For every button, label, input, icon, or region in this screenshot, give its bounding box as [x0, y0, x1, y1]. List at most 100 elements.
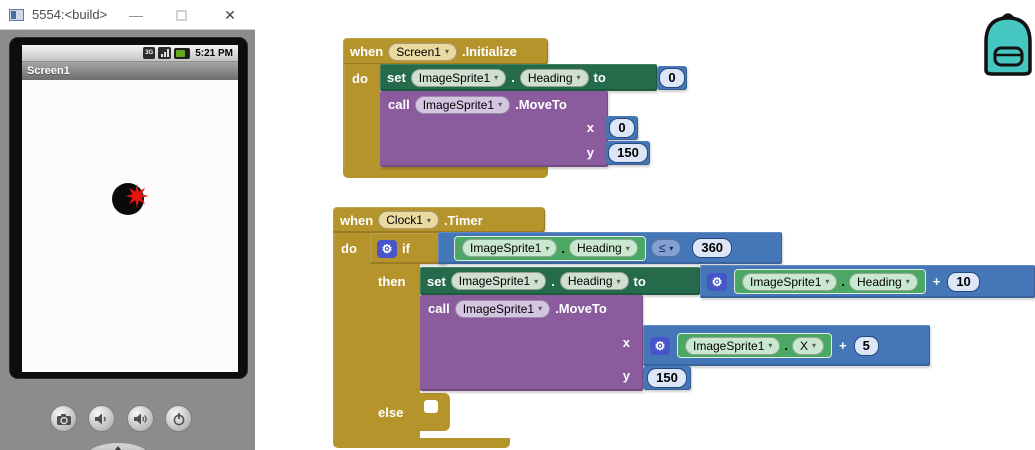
block-bottom[interactable]	[343, 167, 548, 178]
component-dropdown[interactable]: ImageSprite1	[462, 239, 558, 257]
dot-separator: .	[551, 273, 555, 289]
do-label: do	[341, 241, 357, 256]
phone-frame: 3G 5:21 PM Screen1	[10, 38, 247, 378]
screen-title-bar: Screen1	[22, 62, 238, 80]
dot-separator: .	[784, 338, 789, 353]
to-keyword: to	[593, 70, 606, 85]
property-dropdown[interactable]: Heading	[559, 272, 629, 290]
dot-separator: .	[841, 274, 846, 289]
addition-block[interactable]: ImageSprite1 . X + 5	[643, 325, 930, 366]
mutator-gear-icon[interactable]	[707, 272, 727, 291]
number-value[interactable]: 150	[647, 368, 687, 388]
battery-icon	[174, 47, 191, 59]
method-name: .MoveTo	[555, 301, 607, 316]
close-button[interactable]: ✕	[224, 7, 236, 23]
minimize-button[interactable]: —	[129, 7, 143, 23]
dot-separator: .	[511, 70, 515, 85]
if-block-spine[interactable]: then else	[370, 264, 420, 438]
number-value[interactable]: 0	[659, 68, 685, 88]
component-dropdown[interactable]: ImageSprite1	[414, 95, 511, 114]
volume-up-icon	[133, 413, 147, 424]
dot-separator: .	[561, 240, 566, 256]
signal-icon	[158, 47, 172, 59]
to-keyword: to	[633, 273, 646, 289]
comparison-block[interactable]: ImageSprite1 . Heading ≤ 360	[438, 232, 782, 264]
x-param-label: x	[586, 120, 594, 135]
x-getter-block[interactable]: ImageSprite1 . X	[677, 333, 833, 358]
method-name: .MoveTo	[515, 97, 567, 112]
volume-up-button[interactable]	[127, 405, 154, 432]
addition-block[interactable]: ImageSprite1 . Heading + 10	[700, 265, 1035, 298]
power-button[interactable]	[165, 405, 192, 432]
volume-down-icon	[95, 413, 106, 424]
backpack-icon[interactable]	[978, 8, 1035, 78]
component-dropdown[interactable]: ImageSprite1	[410, 68, 507, 87]
plus-operator: +	[932, 274, 941, 289]
set-keyword: set	[427, 273, 446, 289]
volume-down-button[interactable]	[88, 405, 115, 432]
set-keyword: set	[387, 70, 406, 85]
maximize-button[interactable]	[176, 10, 187, 21]
event-name: .Timer	[443, 212, 483, 228]
window-app-icon	[9, 9, 24, 21]
dpad-up-icon	[112, 446, 124, 450]
else-empty-socket[interactable]	[418, 393, 450, 431]
screen-content	[22, 80, 238, 372]
clock1-dropdown[interactable]: Clock1	[378, 211, 439, 229]
set-heading-block[interactable]: set ImageSprite1 . Heading to	[380, 64, 657, 91]
number-value[interactable]: 5	[853, 335, 879, 356]
block-bottom[interactable]	[333, 438, 510, 448]
camera-button[interactable]	[50, 405, 77, 432]
mutator-gear-icon[interactable]	[377, 239, 397, 258]
call-moveto-block[interactable]: call ImageSprite1 .MoveTo x y	[420, 295, 643, 391]
emulator-window: 5554:<build> — ✕ 3G 5:21 PM Screen1	[0, 0, 255, 450]
number-block[interactable]: 0	[657, 66, 687, 90]
when-keyword: when	[350, 44, 384, 59]
mutator-gear-icon[interactable]	[650, 336, 670, 355]
do-label: do	[352, 71, 368, 86]
do-spine[interactable]: do	[333, 233, 370, 438]
window-title: 5554:<build>	[32, 7, 108, 22]
call-moveto-block[interactable]: call ImageSprite1 .MoveTo x y	[380, 91, 608, 167]
number-block[interactable]: 0	[606, 116, 638, 140]
y-param-label: y	[586, 145, 594, 160]
property-dropdown[interactable]: Heading	[569, 239, 638, 257]
number-block[interactable]: 150	[606, 141, 650, 165]
heading-getter-block[interactable]: ImageSprite1 . Heading	[734, 269, 926, 294]
when-screen1-initialize-block[interactable]: when Screen1 .Initialize	[343, 38, 548, 65]
when-keyword: when	[340, 212, 374, 228]
else-label: else	[378, 405, 404, 420]
number-value[interactable]: 360	[692, 238, 733, 258]
number-value[interactable]: 10	[947, 271, 980, 292]
property-dropdown[interactable]: Heading	[849, 272, 918, 291]
property-dropdown[interactable]: X	[792, 336, 825, 355]
emulator-titlebar[interactable]: 5554:<build> — ✕	[0, 0, 255, 30]
if-keyword: if	[402, 241, 410, 256]
call-keyword: call	[388, 97, 410, 112]
number-block[interactable]: 150	[643, 366, 691, 390]
component-dropdown[interactable]: ImageSprite1	[450, 272, 547, 290]
component-dropdown[interactable]: ImageSprite1	[742, 272, 838, 291]
x-param-label: x	[622, 335, 630, 350]
screen1-dropdown[interactable]: Screen1	[388, 42, 457, 61]
property-dropdown[interactable]: Heading	[519, 68, 589, 87]
camera-icon	[56, 413, 71, 425]
if-block-header[interactable]: if	[370, 233, 446, 264]
status-bar: 3G 5:21 PM	[22, 45, 238, 62]
power-icon	[173, 412, 184, 425]
operator-dropdown[interactable]: ≤	[650, 239, 682, 257]
set-heading-block[interactable]: set ImageSprite1 . Heading to	[420, 267, 700, 295]
image-sprite[interactable]	[106, 178, 156, 222]
number-value[interactable]: 0	[609, 118, 635, 138]
heading-getter-block[interactable]: ImageSprite1 . Heading	[454, 235, 646, 261]
socket-notch	[424, 400, 438, 413]
when-clock1-timer-block[interactable]: when Clock1 .Timer	[333, 207, 545, 233]
call-keyword: call	[428, 301, 450, 316]
do-spine[interactable]: do	[343, 64, 380, 167]
then-label: then	[378, 274, 406, 289]
number-value[interactable]: 150	[608, 143, 648, 163]
component-dropdown[interactable]: ImageSprite1	[454, 299, 551, 318]
component-dropdown[interactable]: ImageSprite1	[685, 336, 781, 355]
event-name: .Initialize	[461, 44, 517, 59]
